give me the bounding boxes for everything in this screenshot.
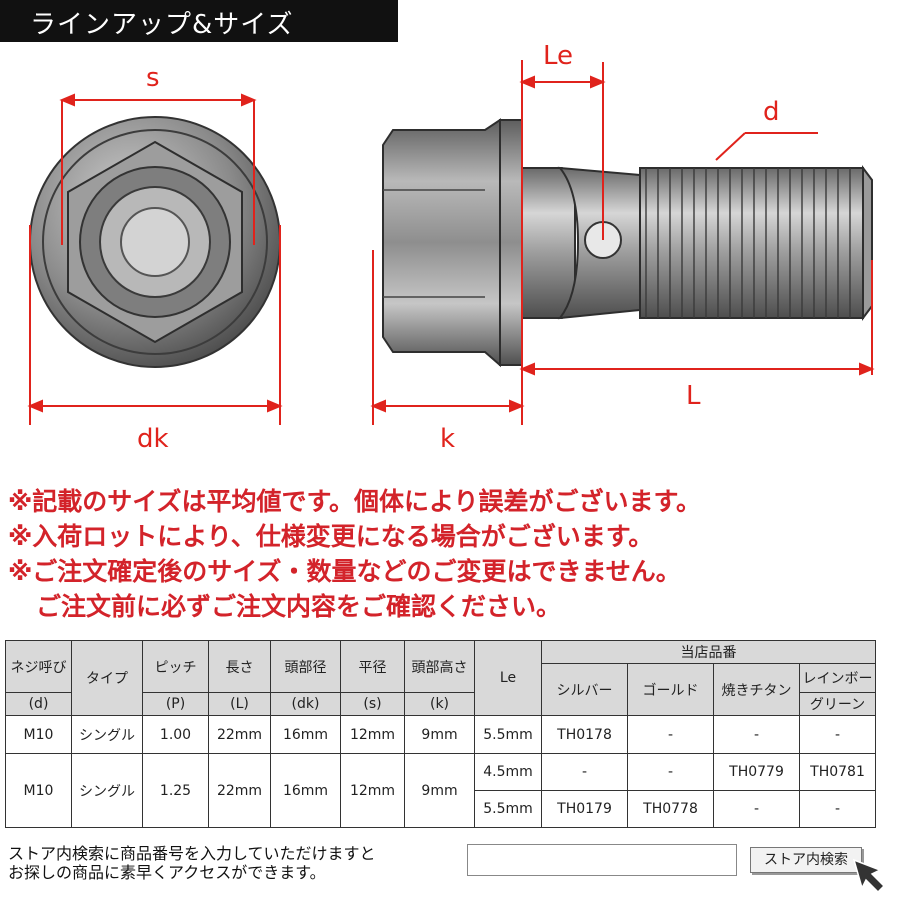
bolt-diagram: s dk k Le d L [27,42,875,454]
note-size-average: ※記載のサイズは平均値です。個体により誤差がございます。 [8,487,702,516]
col-header-head-height: 頭部高さ [404,640,475,693]
col-header-pitch-symbol: (P) [142,692,209,716]
cell-thread: M10 [5,715,72,754]
cell-pitch: 1.00 [142,715,209,754]
col-header-thread-symbol: (d) [5,692,72,716]
note-confirm: ご注文前に必ずご注文内容をご確認ください。 [36,592,562,621]
cell-flat: 12mm [340,715,405,754]
col-header-store-numbers: 当店品番 [541,640,876,664]
col-header-le: Le [474,640,542,716]
cell-burnt-titanium: - [713,715,800,754]
cell-gold: TH0778 [627,790,714,828]
cell-le: 5.5mm [474,715,542,754]
header-bar: ラインアップ&サイズ [0,0,398,42]
table-row: M10 シングル 1.00 22mm 16mm 12mm 9mm 5.5mm T… [5,715,876,754]
col-header-length: 長さ [208,640,271,693]
cell-thread: M10 [5,753,72,828]
table-row: M10 シングル 1.25 22mm 16mm 12mm 9mm 4.5mm -… [5,753,876,828]
cell-flat: 12mm [340,753,405,828]
dim-label-k: k [440,424,455,454]
col-header-type: タイプ [71,640,143,716]
store-search-input[interactable] [467,844,737,876]
note-no-change: ※ご注文確定後のサイズ・数量などのご変更はできません。 [8,557,681,586]
col-header-head-dia-symbol: (dk) [270,692,341,716]
store-search-description: ストア内検索に商品番号を入力していただけますと お探しの商品に素早くアクセスがで… [8,844,376,882]
cell-pitch: 1.25 [142,753,209,828]
col-header-flat-symbol: (s) [340,692,405,716]
cell-type: シングル [71,753,143,828]
store-search-description-line1: ストア内検索に商品番号を入力していただけますと [8,844,376,863]
cell-head-dia: 16mm [270,753,341,828]
col-header-rainbow-line2: グリーン [799,692,876,716]
col-header-gold: ゴールド [627,663,714,716]
dim-label-dk: dk [137,424,169,454]
cursor-arrow-icon [852,858,886,894]
cell-silver: TH0178 [541,715,628,754]
col-header-thread: ネジ呼び [5,640,72,693]
col-header-length-symbol: (L) [208,692,271,716]
cell-silver: TH0179 [541,790,628,828]
col-header-burnt-titanium: 焼きチタン [713,663,800,716]
store-search-description-line2: お探しの商品に素早くアクセスができます。 [8,863,326,882]
dim-label-l: L [686,381,701,411]
col-header-flat: 平径 [340,640,405,693]
cell-rainbow: TH0781 [799,753,876,791]
dim-label-le: Le [543,42,573,71]
cell-head-height: 9mm [404,715,475,754]
cell-head-height: 9mm [404,753,475,828]
bolt-end-view [29,116,281,368]
page-title: ラインアップ&サイズ [30,10,294,40]
cell-type: シングル [71,715,143,754]
store-search-button[interactable]: ストア内検索 [750,847,862,873]
col-header-rainbow-line1: レインボー [799,663,876,693]
dim-label-s: s [146,63,160,93]
cell-le: 4.5mm [474,753,542,791]
notes-block: ※記載のサイズは平均値です。個体により誤差がございます。 ※入荷ロットにより、仕… [8,484,701,624]
col-header-silver: シルバー [541,663,628,716]
cell-gold: - [627,715,714,754]
cell-gold: - [627,753,714,791]
cell-rainbow: - [799,790,876,828]
bolt-side-view [382,118,873,368]
cell-head-dia: 16mm [270,715,341,754]
col-header-pitch: ピッチ [142,640,209,693]
col-header-head-dia: 頭部径 [270,640,341,693]
table-row: 5.5mm TH0179 TH0778 - - [6,790,876,828]
cell-burnt-titanium: TH0779 [713,753,800,791]
cell-length: 22mm [208,715,271,754]
cell-silver: - [541,753,628,791]
dimension-lines [27,60,875,425]
cell-rainbow: - [799,715,876,754]
thread-pattern [645,168,851,318]
cell-le: 5.5mm [474,790,542,828]
note-lot-change: ※入荷ロットにより、仕様変更になる場合がございます。 [8,522,654,551]
cell-burnt-titanium: - [713,790,800,828]
col-header-head-height-symbol: (k) [404,692,475,716]
spec-table: ネジ呼び タイプ ピッチ 長さ 頭部径 平径 頭部高さ Le 当店品番 シルバー… [5,640,876,828]
dim-label-d: d [763,97,780,127]
cell-length: 22mm [208,753,271,828]
